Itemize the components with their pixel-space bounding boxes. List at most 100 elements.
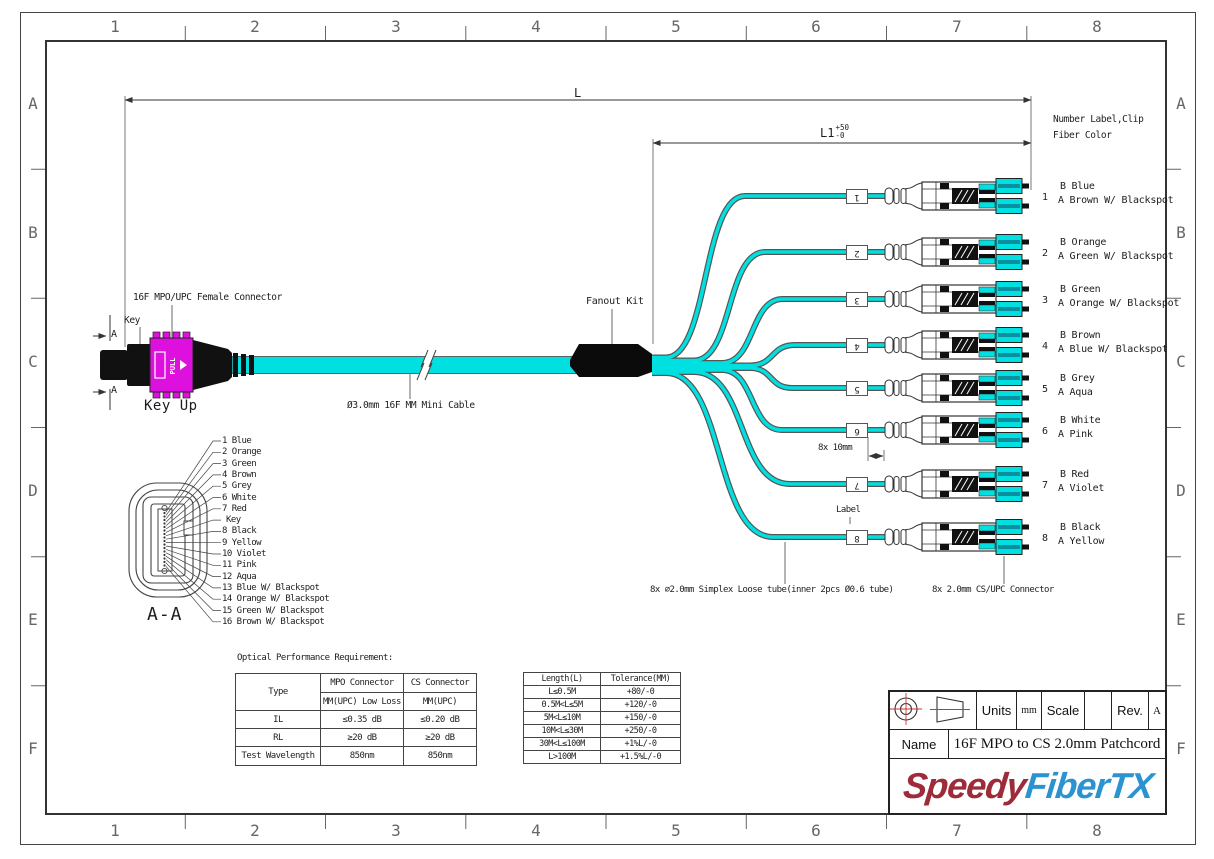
- tube-callout: 8x ∅2.0mm Simplex Loose tube(inner 2pcs …: [650, 585, 894, 595]
- tol-header-length: Length(L): [523, 672, 601, 686]
- cs-connectors: [884, 177, 1030, 556]
- name-value-cell: 16F MPO to CS 2.0mm Patchcord: [949, 730, 1165, 759]
- logo-fibertx: FiberTX: [1023, 765, 1155, 806]
- col-label-bottom-5: 5: [671, 821, 681, 840]
- dim-breakout-minus: -0: [835, 130, 845, 140]
- section-cut-marks: [93, 315, 111, 410]
- col-label-bottom-2: 2: [250, 821, 260, 840]
- optical-cs-sub: MM(UPC): [402, 692, 477, 711]
- branch-b-2: B Orange: [1060, 237, 1107, 248]
- units-value-cell: mm: [1017, 692, 1042, 730]
- col-label-bottom-4: 4: [531, 821, 541, 840]
- branch-tag-5: 5: [846, 381, 868, 396]
- dim-breakout-plus: +50: [835, 123, 849, 132]
- optical-rl-cs: ≥20 dB: [402, 728, 477, 747]
- col-label-top-3: 3: [391, 17, 401, 36]
- row-label-right-e: E: [1176, 610, 1186, 629]
- branch-num-6: 6: [1042, 426, 1048, 437]
- tol-r4-len: 10M<L≤30M: [523, 724, 601, 738]
- rev-label-cell: Rev.: [1112, 692, 1149, 730]
- col-label-top-6: 6: [811, 17, 821, 36]
- row-label-left-d: D: [28, 481, 38, 500]
- stagger-dim-label: 8x 10mm: [818, 443, 853, 453]
- logo-speedy: Speedy: [901, 765, 1028, 806]
- outer-border: [20, 12, 1196, 845]
- optical-row-rl: RL: [235, 728, 321, 747]
- trunk-cable-label: Ø3.0mm 16F MM Mini Cable: [347, 400, 475, 411]
- dimension-lines: [124, 96, 1032, 461]
- tol-r5-len: 30M<L≤100M: [523, 737, 601, 751]
- col-label-bottom-3: 3: [391, 821, 401, 840]
- tol-r3-val: +150/-0: [600, 711, 681, 725]
- legend-item-key: Key: [226, 515, 241, 525]
- key-up-label: Key Up: [144, 398, 198, 414]
- branch-b-3: B Green: [1060, 284, 1101, 295]
- col-label-top-5: 5: [671, 17, 681, 36]
- branch-b-5: B Grey: [1060, 373, 1095, 384]
- mpo-pull-text: PULL: [169, 358, 177, 375]
- legend-item-12: 12 Aqua: [222, 572, 257, 582]
- col-label-bottom-7: 7: [952, 821, 962, 840]
- cable-break-symbol: [416, 349, 437, 381]
- optical-mpo-header: MPO Connector: [320, 673, 404, 693]
- units-label-cell: Units: [977, 692, 1017, 730]
- branch-a-7: A Violet: [1058, 483, 1105, 494]
- branch-a-5: A Aqua: [1058, 387, 1093, 398]
- col-label-bottom-1: 1: [110, 821, 120, 840]
- branch-b-1: B Blue: [1060, 181, 1095, 192]
- branch-num-2: 2: [1042, 248, 1048, 259]
- legend-item-5: 5 Grey: [222, 481, 252, 491]
- legend-item-3: 3 Green: [222, 459, 257, 469]
- tol-r5-val: +1%L/-0: [600, 737, 681, 751]
- tol-header-tolerance: Tolerance(MM): [600, 672, 681, 686]
- branch-tag-6: 6: [846, 423, 868, 438]
- legend-item-8: 8 Black: [222, 526, 257, 536]
- legend-item-1: 1 Blue: [222, 436, 252, 446]
- branch-tag-2: 2: [846, 245, 868, 260]
- optical-row-il: IL: [235, 710, 321, 729]
- optical-rl-mpo: ≥20 dB: [320, 728, 404, 747]
- branch-a-6: A Pink: [1058, 429, 1093, 440]
- optical-il-cs: ≤0.20 dB: [402, 710, 477, 729]
- fanout-kit: [570, 344, 652, 377]
- note-line1: Number Label,Clip: [1053, 114, 1144, 125]
- inner-border: [45, 40, 1167, 815]
- legend-item-9: 9 Yellow: [222, 538, 262, 548]
- col-label-top-1: 1: [110, 17, 120, 36]
- mpo-connector-label: 16F MPO/UPC Female Connector: [133, 292, 282, 303]
- branch-a-4: A Blue W/ Blackspot: [1058, 344, 1168, 355]
- legend-item-7: 7 Red: [222, 504, 247, 514]
- legend-item-6: 6 White: [222, 493, 257, 503]
- mpo-key-label: Key: [124, 315, 140, 326]
- branch-num-5: 5: [1042, 384, 1048, 395]
- cross-section: [128, 440, 221, 623]
- branch-num-1: 1: [1042, 192, 1048, 203]
- tol-r4-val: +250/-0: [600, 724, 681, 738]
- branch-a-8: A Yellow: [1058, 536, 1105, 547]
- legend-item-15: 15 Green W/ Blackspot: [222, 606, 325, 616]
- row-label-right-d: D: [1176, 481, 1186, 500]
- projection-symbol-cell: [890, 692, 977, 730]
- tol-r1-val: +80/-0: [600, 685, 681, 699]
- branch-cables: [652, 193, 890, 540]
- optical-wl-mpo: 850nm: [320, 746, 404, 766]
- optical-cs-header: CS Connector: [402, 673, 477, 693]
- branch-tag-3: 3: [846, 292, 868, 307]
- branch-b-6: B White: [1060, 415, 1101, 426]
- col-label-bottom-6: 6: [811, 821, 821, 840]
- col-label-top-7: 7: [952, 17, 962, 36]
- row-label-right-f: F: [1176, 739, 1186, 758]
- label-callout: Label: [836, 505, 861, 515]
- optical-table-title: Optical Performance Requirement:: [237, 653, 393, 663]
- optical-row-wavelength: Test Wavelength: [235, 746, 321, 766]
- title-block: Units mm Scale Rev. A Name 16F MPO to CS…: [888, 690, 1167, 815]
- legend-item-13: 13 Blue W/ Blackspot: [222, 583, 320, 593]
- rev-value-cell: A: [1149, 692, 1165, 730]
- optical-il-mpo: ≤0.35 dB: [320, 710, 404, 729]
- optical-type-header: Type: [235, 673, 321, 711]
- trunk-cable: [231, 356, 578, 374]
- grid-ticks: [31, 26, 1181, 829]
- legend-item-14: 14 Orange W/ Blackspot: [222, 594, 330, 604]
